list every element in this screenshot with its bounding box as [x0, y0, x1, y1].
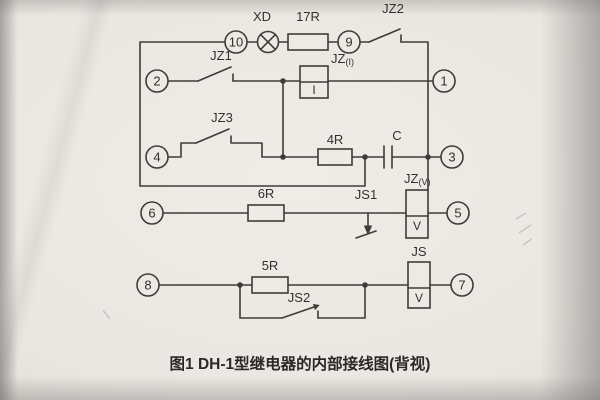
- contact-jz2: JZ2: [368, 1, 404, 43]
- resistor-17r-label: 17R: [296, 9, 320, 24]
- figure-caption: 图1 DH-1型继电器的内部接线图(背视): [170, 354, 431, 373]
- terminal-1-number: 1: [440, 74, 447, 89]
- terminal-3: 3: [440, 145, 464, 169]
- terminal-8-number: 8: [144, 278, 151, 293]
- contact-jz1: JZ1: [197, 48, 234, 82]
- resistor-6r: 6R: [247, 186, 285, 222]
- terminal-2-number: 2: [153, 74, 160, 89]
- contact-js2: JS2: [281, 290, 320, 319]
- terminal-5: 5: [446, 201, 470, 225]
- terminal-9: 9: [337, 30, 361, 54]
- terminal-6-number: 6: [148, 206, 155, 221]
- resistor-6r-label: 6R: [258, 186, 275, 201]
- resistor-5r-label: 5R: [262, 258, 279, 273]
- terminal-3-number: 3: [448, 150, 455, 165]
- junction-dots: [237, 78, 431, 288]
- terminal-7-number: 7: [458, 278, 465, 293]
- terminal-8: 8: [136, 273, 160, 297]
- contact-jz1-label: JZ1: [210, 48, 232, 63]
- relay-coil-jz-i: I JZ(I): [299, 51, 354, 99]
- contact-jz2-label: JZ2: [382, 1, 404, 16]
- wire-segments: [139, 41, 452, 319]
- coil-jz-v-label: JZ(V): [404, 171, 430, 187]
- terminal-10: 10: [224, 30, 248, 54]
- resistor-4r: 4R: [317, 132, 353, 166]
- capacitor-c-label: C: [392, 128, 401, 143]
- contact-js1-label: JS1: [355, 187, 377, 202]
- coil-jz-v-core: V: [413, 219, 421, 233]
- contact-jz3-label: JZ3: [211, 110, 233, 125]
- capacitor-c: C: [383, 128, 402, 169]
- terminal-1: 1: [432, 69, 456, 93]
- resistor-4r-label: 4R: [327, 132, 344, 147]
- pencil-marks: [102, 212, 533, 320]
- terminal-7: 7: [450, 273, 474, 297]
- relay-coil-js: V JS: [407, 244, 431, 309]
- resistor-5r: 5R: [251, 258, 289, 294]
- coil-jz-i-label: JZ(I): [331, 51, 354, 67]
- terminal-5-number: 5: [454, 206, 461, 221]
- contact-jz3: JZ3: [195, 110, 233, 144]
- terminal-10-number: 10: [229, 35, 243, 50]
- resistor-17r: 17R: [287, 9, 329, 51]
- terminal-2: 2: [145, 69, 169, 93]
- terminal-6: 6: [140, 201, 164, 225]
- terminal-4: 4: [145, 145, 169, 169]
- coil-js-label: JS: [411, 244, 427, 259]
- terminal-4-number: 4: [153, 150, 160, 165]
- indicator-lamp-xd: XD: [253, 9, 280, 54]
- coil-js-core: V: [415, 291, 423, 305]
- relay-coil-jz-v: V JZ(V): [404, 171, 430, 239]
- terminal-9-number: 9: [345, 35, 352, 50]
- contact-js2-label: JS2: [288, 290, 310, 305]
- contact-js1: JS1: [355, 187, 377, 239]
- lamp-label: XD: [253, 9, 271, 24]
- coil-jz-i-core: I: [312, 83, 315, 97]
